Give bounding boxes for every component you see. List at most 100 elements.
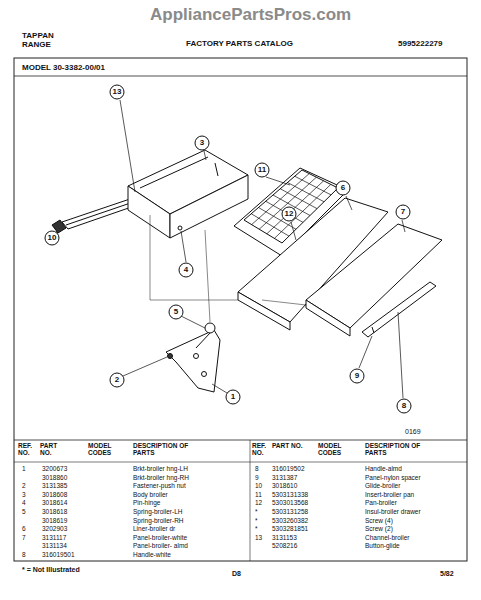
ref-number: 7 [22, 535, 26, 542]
ref-number: 3 [22, 492, 26, 499]
callout-number: 4 [184, 266, 188, 274]
part-description: Channel-broiler [365, 535, 409, 542]
column-header: REF. NO. [18, 443, 40, 457]
column-header: MODEL CODES [318, 443, 350, 457]
part-description: Spring-broiler-RH [133, 518, 184, 525]
callout-number: 9 [355, 372, 359, 380]
column-header: DESCRIPTION OF PARTS [133, 443, 195, 457]
date-code: 5/82 [440, 570, 454, 577]
callout-circles [45, 85, 411, 413]
leader-lines [56, 100, 405, 398]
ref-number: 5 [22, 509, 26, 516]
part-description: Panel-broiler-white [133, 535, 187, 542]
part-number: 3200673 [42, 466, 67, 473]
catalog-title: FACTORY PARTS CATALOG [186, 40, 293, 48]
page-number: D8 [232, 570, 241, 577]
callout-number: 13 [113, 88, 122, 96]
callout-number: 12 [285, 210, 294, 218]
grid-bar [266, 201, 303, 222]
callout-number: 11 [258, 166, 266, 174]
callout-number: 7 [401, 208, 405, 216]
part-number: 3018619 [42, 518, 67, 525]
model-number: MODEL 30-3382-00/01 [22, 64, 105, 72]
column-header: DESCRIPTION OF PARTS [365, 443, 427, 457]
header-rule [14, 76, 467, 77]
frame [14, 58, 467, 561]
ref-number: * [255, 526, 258, 533]
ref-number: 8 [22, 552, 26, 559]
bracket-hole [194, 354, 199, 359]
table-rule [14, 462, 467, 463]
part-description: Screw (2) [365, 526, 393, 533]
ref-number: 1 [22, 466, 26, 473]
grid-bar [252, 174, 310, 225]
table-rule [14, 440, 467, 441]
body-rib [215, 163, 218, 176]
spring [205, 323, 215, 333]
ref-number: 8 [255, 466, 259, 473]
drawing-number: 0169 [405, 428, 421, 435]
part-description: Fastener-push nut [133, 483, 186, 490]
assembly-lines [150, 215, 306, 322]
part-number: 3131134 [42, 543, 67, 550]
ref-number: 6 [22, 526, 26, 533]
part-description: Panel-broiler- almd [133, 543, 188, 550]
brand: TAPPAN [22, 32, 54, 40]
body-side [128, 186, 170, 238]
part-description: Button-glide [365, 543, 400, 550]
part-number: 5303131338 [272, 492, 308, 499]
part-number: 3018610 [272, 483, 297, 490]
part-number: 3131387 [272, 475, 297, 482]
ref-number: 9 [255, 475, 259, 482]
grid-bar [259, 177, 316, 229]
ref-number: 11 [255, 492, 262, 499]
part-number: 5303131258 [272, 509, 308, 516]
column-header: PART NO. [40, 443, 70, 457]
part-description: Pan-broiler [365, 500, 397, 507]
pin-hinge [178, 226, 182, 230]
spring-leg [196, 333, 210, 348]
spacer [372, 327, 374, 333]
part-number: 3018860 [42, 475, 67, 482]
bracket [166, 330, 220, 392]
ref-number: 13 [255, 535, 262, 542]
callout-number: 6 [341, 184, 345, 192]
part-description: Panel-nylon spacer [365, 475, 421, 482]
part-number: 3018614 [42, 500, 67, 507]
part-number: 3018608 [42, 492, 67, 499]
column-header: PART NO. [272, 443, 304, 450]
part-number: 3131117 [42, 535, 66, 542]
callout-number: 3 [200, 139, 204, 147]
ref-number: 4 [22, 500, 26, 507]
ref-number: 12 [255, 500, 262, 507]
grid-bar [259, 208, 297, 230]
ref-number: 2 [22, 483, 26, 490]
ref-number: * [255, 509, 258, 516]
callout-number: 8 [402, 402, 406, 410]
product: RANGE [22, 41, 51, 49]
liner-edge [238, 292, 290, 330]
part-number: 3018618 [42, 509, 67, 516]
callout-number: 10 [48, 234, 57, 242]
panel-edge [306, 300, 350, 336]
part-description: Liner-broiler dr [133, 526, 175, 533]
part-description: Glide-broiler [365, 483, 400, 490]
part-number: 3131153 [272, 535, 297, 542]
part-description: Screw (4) [365, 518, 393, 525]
part-description: Handle-white [133, 552, 171, 559]
broiler-parts [166, 198, 442, 392]
ref-number: * [255, 518, 258, 525]
part-description: Handle-almd [365, 466, 402, 473]
watermark: AppliancePartsPros.com [150, 6, 351, 24]
part-number: 316019501 [42, 552, 75, 559]
part-description: Body broiler [133, 492, 168, 499]
part-number: 5303260382 [272, 518, 308, 525]
part-number: 5303013568 [272, 500, 308, 507]
body-front [170, 175, 248, 238]
ref-number: 10 [255, 483, 262, 490]
column-header: MODEL CODES [88, 443, 120, 457]
part-number: 5208216 [272, 543, 297, 550]
catalog-number: 5995222279 [398, 40, 443, 48]
part-number: 3202903 [42, 526, 67, 533]
callout-number: 2 [115, 376, 119, 384]
